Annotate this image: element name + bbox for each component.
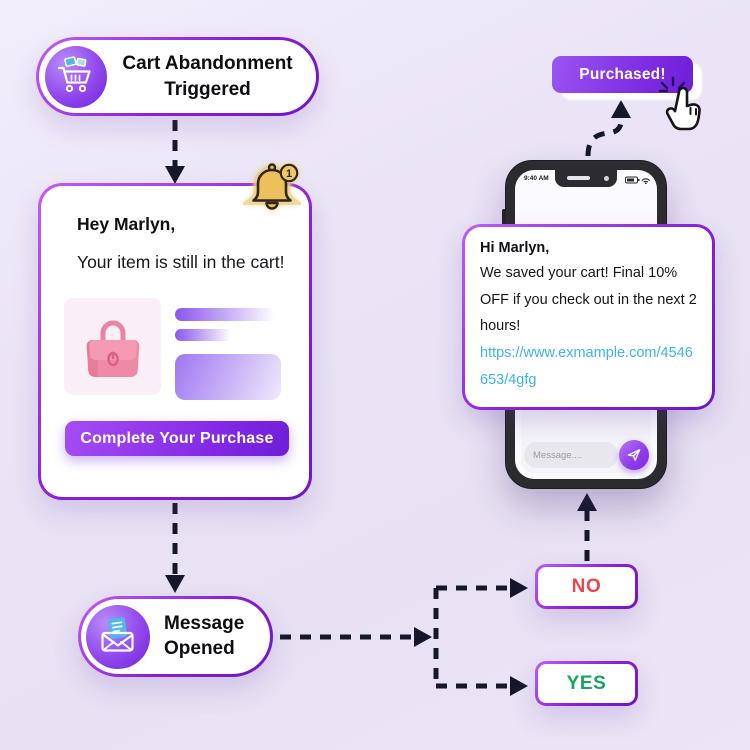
status-bar-icons [625,176,651,184]
product-image-handbag [64,298,161,396]
status-bar-time: 9:40 AM [524,175,549,182]
notification-bell-icon: 1 [239,160,305,220]
skeleton-block [175,354,281,401]
sms-bubble: Hi Marlyn, We saved your cart! Final 10%… [462,224,715,410]
wifi-icon [641,178,651,184]
product-text-skeleton [175,298,281,401]
front-camera [603,175,609,181]
handbag-icon [86,320,139,377]
sms-body: We saved your cart! Final 10% OFF if you… [480,260,697,394]
battery-icon [625,176,638,184]
message-opened-node: Message Opened [78,596,273,677]
sms-text: We saved your cart! Final 10% OFF if you… [480,264,697,335]
arrow-phone-to-purchased [585,118,624,157]
paper-plane-icon [627,449,641,461]
message-opened-label: Message Opened [164,613,245,659]
sms-link[interactable]: https://www.exmample.com/4546653/4gfg [480,345,693,388]
trigger-label: Cart Abandonment Triggered [122,53,293,100]
card-greeting: Hey Marlyn, [77,214,176,234]
bell-badge-count: 1 [286,168,292,180]
complete-purchase-button[interactable]: Complete Your Purchase [65,421,289,457]
send-button[interactable] [619,440,649,470]
yes-label: YES [538,664,635,703]
trigger-node: Cart Abandonment Triggered [36,37,319,116]
sms-greeting: Hi Marlyn, [480,240,550,256]
product-row [64,298,290,401]
phone-notch [555,170,617,187]
envelope-icon-circle [86,604,150,669]
cart-icon-circle [45,45,107,108]
speaker-slot [567,176,590,180]
notification-card: 1 Hey Marlyn, Your item is still in the … [38,163,312,500]
no-label: NO [538,567,635,606]
decision-yes-box[interactable]: YES [535,661,638,706]
card-body-text: Your item is still in the cart! [77,252,285,272]
skeleton-line [175,308,275,322]
decision-no-box[interactable]: NO [535,564,638,609]
purchased-node: Purchased! [552,56,693,93]
shopping-cart-icon [57,55,91,92]
skeleton-line [175,329,231,342]
message-input[interactable] [524,442,618,468]
open-envelope-icon [101,616,134,652]
purchased-button[interactable]: Purchased! [552,56,693,93]
